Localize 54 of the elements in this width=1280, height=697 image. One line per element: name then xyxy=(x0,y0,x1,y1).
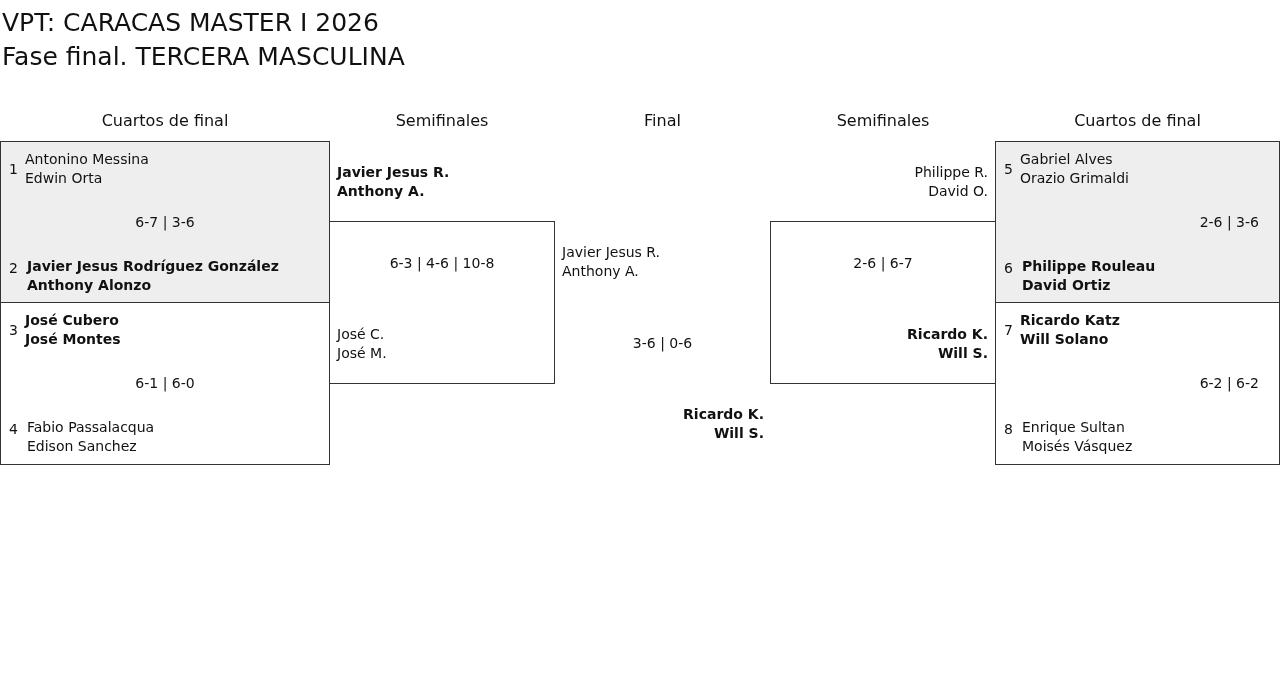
match-score: 6-3 | 4-6 | 10-8 xyxy=(388,254,496,273)
player-name: Ricardo Katz xyxy=(1020,311,1120,330)
match-score: 6-2 | 6-2 xyxy=(1199,374,1259,393)
player-name: Enrique Sultan xyxy=(1022,418,1125,437)
match-score: 2-6 | 6-7 xyxy=(852,254,914,273)
winner-name: Javier Jesus R. xyxy=(337,163,450,182)
match-box xyxy=(0,302,330,465)
match-score: 3-6 | 0-6 xyxy=(631,334,694,353)
winner-name: Anthony A. xyxy=(337,182,425,201)
page-title: VPT: CARACAS MASTER I 2026 xyxy=(2,8,379,37)
player-name: Orazio Grimaldi xyxy=(1020,169,1129,188)
round-heading: Semifinales xyxy=(394,110,490,132)
player-name: Edison Sanchez xyxy=(27,437,137,456)
seed-number: 6 xyxy=(1004,259,1013,278)
player-name: David Ortiz xyxy=(1022,276,1111,295)
player-name: Gabriel Alves xyxy=(1020,150,1113,169)
player-name: José C. xyxy=(337,325,385,344)
player-name: Edwin Orta xyxy=(25,169,103,188)
match-score: 6-7 | 3-6 xyxy=(134,213,196,232)
round-heading: Cuartos de final xyxy=(100,110,230,132)
seed-number: 2 xyxy=(9,259,18,278)
player-name: José M. xyxy=(337,344,387,363)
player-name: Antonino Messina xyxy=(25,150,149,169)
round-heading: Final xyxy=(643,110,682,132)
page-subtitle: Fase final. TERCERA MASCULINA xyxy=(2,41,405,72)
player-name: Javier Jesus R. xyxy=(562,243,661,262)
player-name: Anthony A. xyxy=(562,262,639,281)
seed-number: 8 xyxy=(1004,420,1013,439)
player-name: José Montes xyxy=(25,330,121,349)
match-box xyxy=(995,302,1280,465)
round-heading: Semifinales xyxy=(835,110,931,132)
seed-number: 7 xyxy=(1004,321,1013,340)
seed-number: 3 xyxy=(9,321,18,340)
player-name: David O. xyxy=(928,182,988,201)
match-box xyxy=(0,141,330,303)
player-name: Philippe Rouleau xyxy=(1022,257,1156,276)
match-score: 6-1 | 6-0 xyxy=(134,374,196,393)
winner-name: Will S. xyxy=(713,424,764,443)
player-name: Fabio Passalacqua xyxy=(27,418,155,437)
winner-name: Ricardo K. xyxy=(907,325,988,344)
seed-number: 4 xyxy=(9,420,18,439)
match-box xyxy=(995,141,1280,303)
player-name: Philippe R. xyxy=(914,163,988,182)
seed-number: 1 xyxy=(9,160,18,179)
player-name: Will Solano xyxy=(1020,330,1109,349)
player-name: Javier Jesus Rodríguez González xyxy=(27,257,279,276)
player-name: Anthony Alonzo xyxy=(27,276,152,295)
player-name: Moisés Vásquez xyxy=(1022,437,1133,456)
seed-number: 5 xyxy=(1004,160,1013,179)
winner-name: Will S. xyxy=(937,344,988,363)
match-score: 2-6 | 3-6 xyxy=(1199,213,1259,232)
player-name: José Cubero xyxy=(25,311,119,330)
winner-name: Ricardo K. xyxy=(683,405,764,424)
round-heading: Cuartos de final xyxy=(1073,110,1202,132)
